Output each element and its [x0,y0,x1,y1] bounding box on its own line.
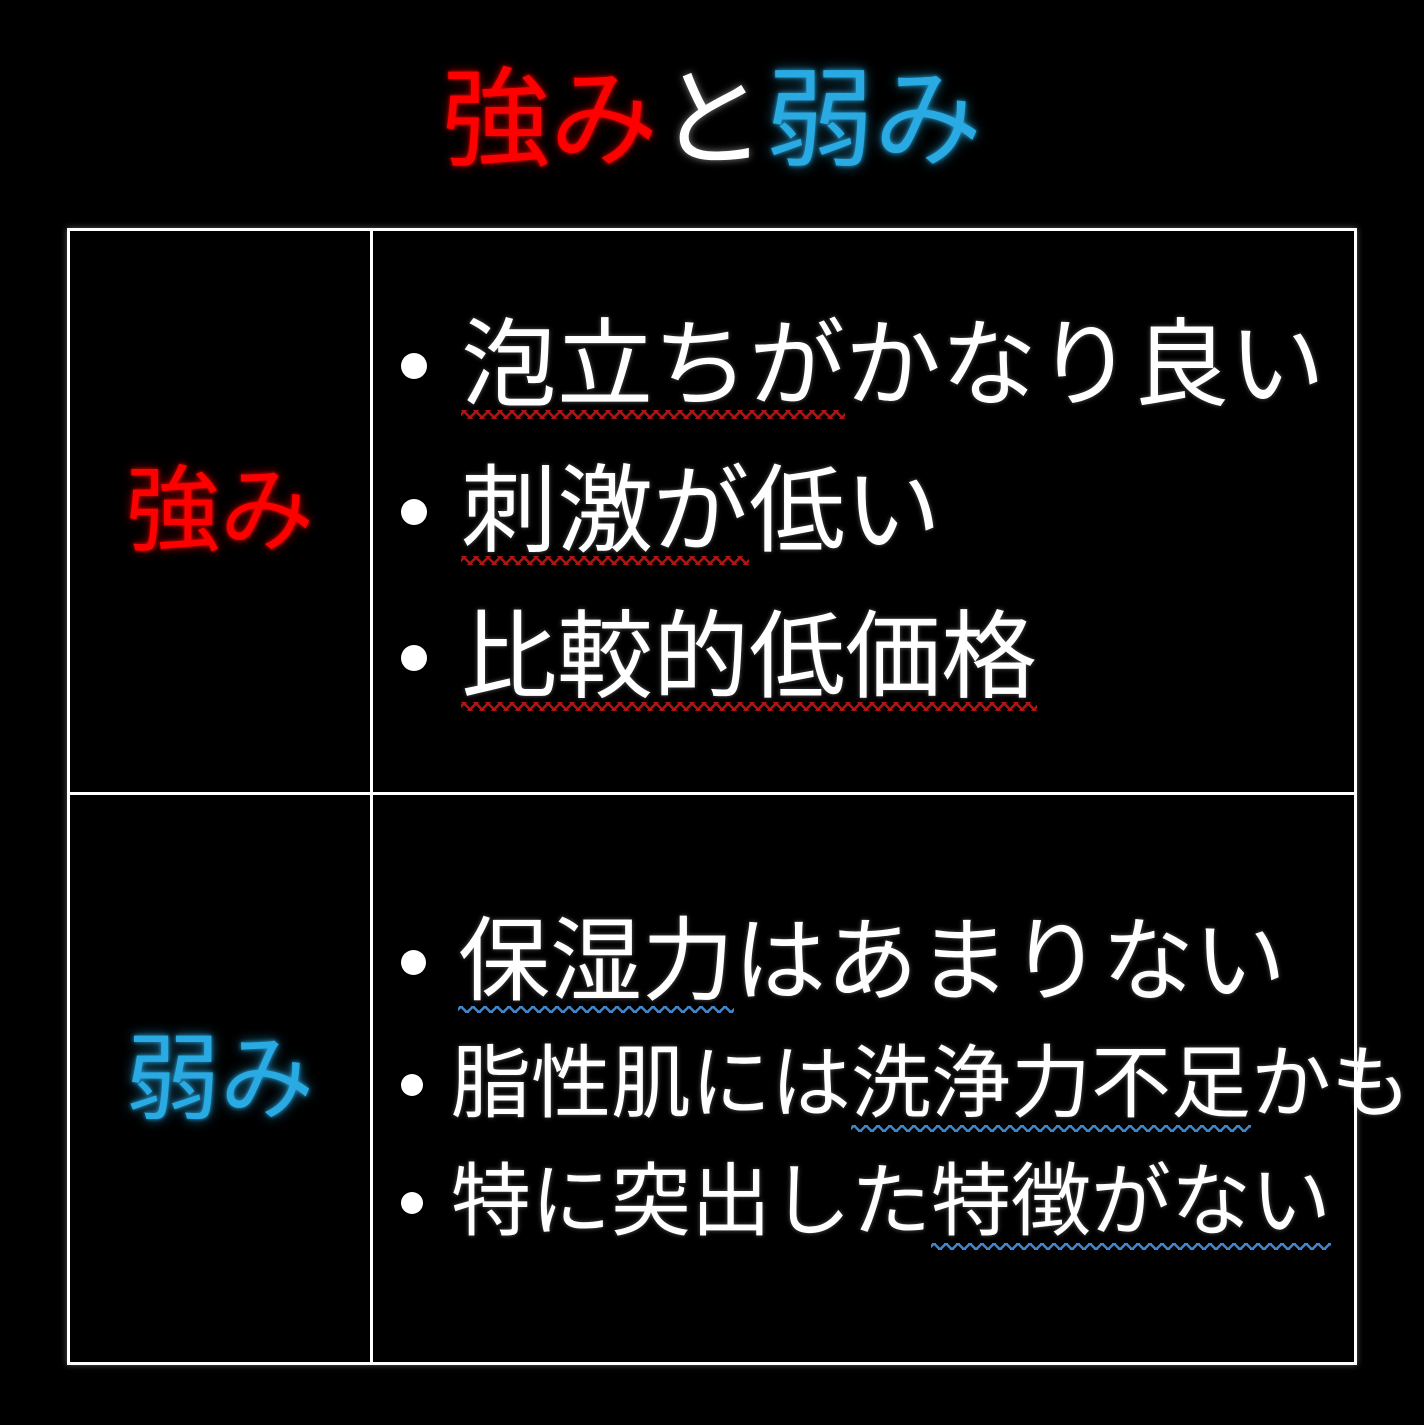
list-item-text: 刺激が低い [461,456,941,568]
row-label-cell-strength: 強み [70,231,373,792]
row-label-cell-weakness: 弱み [70,795,373,1365]
list-item-text: 泡立ちがかなり良い [461,310,1325,422]
lead-span: 特に突出した [451,1159,931,1247]
misspelled-span: 特徴がない [931,1154,1331,1252]
misspelled-span: 保湿力 [458,908,735,1016]
row-content-cell-strength: 泡立ちがかなり良い 刺激が低い 比較的低価格 [373,231,1354,792]
title-part-weakness: 弱み [766,62,983,181]
misspelled-span: 比較的低価格 [461,602,1037,714]
bullet-dot-icon [401,644,427,671]
title-part-conjunction: と [657,62,766,181]
bullet-dot-icon [401,498,427,525]
table-row-strength: 強み 泡立ちがかなり良い 刺激が低い 比較的低価格 [70,231,1354,795]
bullet-dot-icon [401,352,427,379]
row-label-strength: 強み [125,459,314,564]
list-item: 比較的低価格 [401,602,1354,714]
list-item: 保湿力はあまりない [401,908,1411,1016]
list-item: 特に突出した特徴がない [401,1154,1411,1252]
lead-span: 脂性肌には [451,1041,851,1129]
list-item: 脂性肌には洗浄力不足かも [401,1036,1411,1134]
bullet-dot-icon [401,1192,423,1214]
table-row-weakness: 弱み 保湿力はあまりない 脂性肌には洗浄力不足かも 特に突出した特徴がない [70,795,1411,1365]
row-content-cell-weakness: 保湿力はあまりない 脂性肌には洗浄力不足かも 特に突出した特徴がない [373,795,1411,1365]
list-item-text: 保湿力はあまりない [458,908,1286,1016]
misspelled-span: 洗浄力不足 [851,1036,1251,1134]
plain-span: はあまりない [734,911,1287,1013]
list-item-text: 比較的低価格 [461,602,1037,714]
misspelled-span: 刺激が [461,456,749,568]
misspelled-span: 泡立ちが [461,310,845,422]
plain-span: かも [1251,1041,1411,1129]
bullet-dot-icon [401,949,426,975]
list-item-text: 脂性肌には洗浄力不足かも [451,1036,1411,1134]
strengths-weaknesses-table: 強み 泡立ちがかなり良い 刺激が低い 比較的低価格 [67,228,1411,1365]
page-title: 強みと弱み [0,62,1424,182]
title-part-strength: 強み [441,62,658,181]
bullet-dot-icon [401,1074,423,1096]
plain-span: 低い [749,457,941,565]
plain-span: かなり良い [845,311,1325,419]
list-item-text: 特に突出した特徴がない [451,1154,1331,1252]
list-item: 刺激が低い [401,456,1354,568]
list-item: 泡立ちがかなり良い [401,310,1354,422]
row-label-weakness: 弱み [125,1028,314,1132]
